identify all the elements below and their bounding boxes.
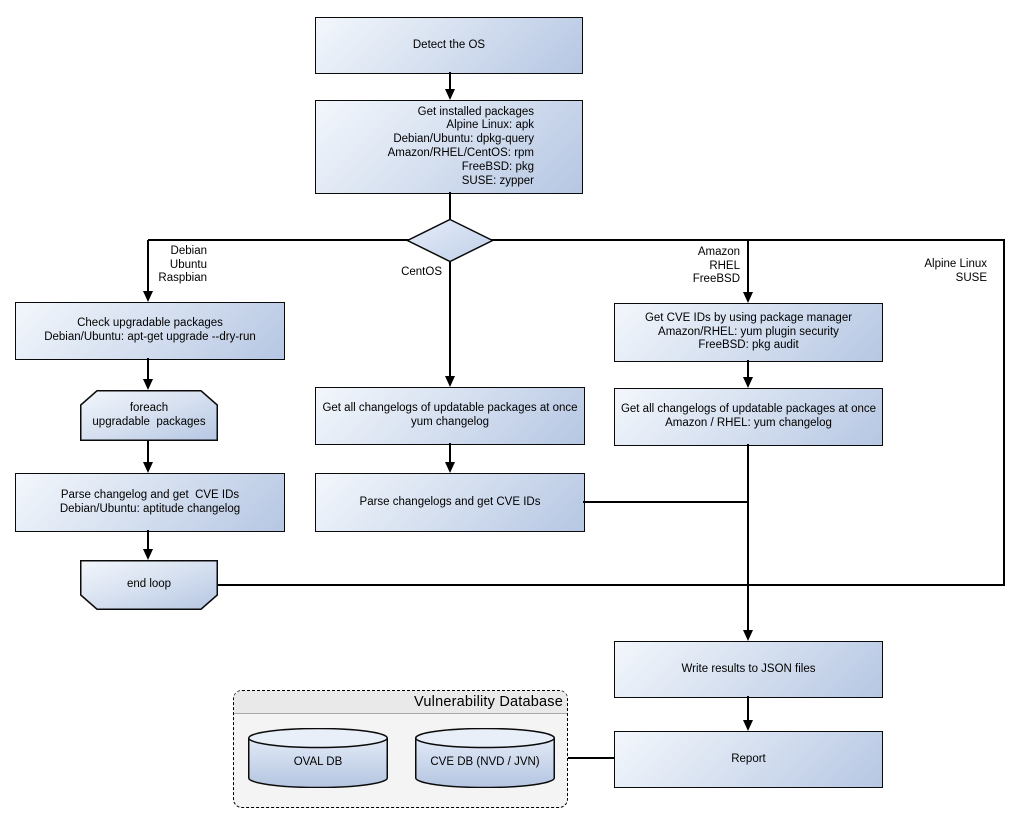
diamond-shape bbox=[406, 218, 494, 263]
arrowhead-write-json bbox=[742, 630, 753, 641]
database-cylinder-icon bbox=[248, 728, 388, 788]
branch-label-alpine: Alpine Linux SUSE bbox=[924, 258, 987, 284]
node-check-upgradable-label: Check upgradable packages Debian/Ubuntu:… bbox=[44, 317, 256, 343]
edge-alpine-branch-down bbox=[1003, 240, 1005, 586]
loop-end-shape bbox=[80, 560, 218, 610]
node-report: Report bbox=[614, 731, 883, 788]
arrowhead-report bbox=[742, 720, 753, 731]
branch-label-amazon: Amazon RHEL FreeBSD bbox=[692, 246, 740, 285]
arrowhead-end-loop bbox=[142, 549, 153, 560]
edge-amazon-branch-down bbox=[747, 240, 749, 292]
node-parse-changelog-debian: Parse changelog and get CVE IDs Debian/U… bbox=[15, 473, 285, 532]
node-end-loop-label: end loop bbox=[126, 578, 172, 591]
edge-debian-branch-down bbox=[147, 240, 149, 291]
node-write-json: Write results to JSON files bbox=[614, 641, 883, 698]
arrowhead-get-cve-ids bbox=[742, 292, 753, 303]
edge-diamond-left bbox=[148, 239, 409, 241]
node-get-installed-packages: Get installed packages Alpine Linux: apk… bbox=[315, 100, 583, 194]
node-parse-changelogs-centos: Parse changelogs and get CVE IDs bbox=[315, 473, 585, 532]
arrowhead-changelogs-centos bbox=[444, 376, 455, 387]
decision-diamond bbox=[406, 218, 494, 263]
edge-centos-branch-down bbox=[449, 262, 451, 376]
edge-getcve-to-changelogs bbox=[747, 360, 749, 377]
node-detect-os-label: Detect the OS bbox=[412, 38, 486, 51]
arrowhead-check-upgradable bbox=[142, 291, 153, 302]
node-report-label: Report bbox=[731, 752, 766, 765]
node-check-upgradable: Check upgradable packages Debian/Ubuntu:… bbox=[15, 302, 285, 360]
node-get-changelogs-amazon-label: Get all changelogs of updatable packages… bbox=[620, 403, 877, 429]
database-cylinder-icon bbox=[415, 728, 555, 788]
arrowhead-installed bbox=[444, 89, 455, 100]
edge-installed-to-diamond bbox=[449, 192, 451, 219]
arrowhead-changelogs-amazon bbox=[742, 377, 753, 388]
edge-merge-to-write-json bbox=[747, 444, 749, 630]
node-foreach-loop: foreach upgradable packages bbox=[80, 390, 218, 441]
arrowhead-foreach bbox=[142, 379, 153, 390]
node-write-json-label: Write results to JSON files bbox=[681, 662, 816, 675]
node-get-changelogs-centos: Get all changelogs of updatable packages… bbox=[315, 387, 585, 445]
vulnerability-database-titlebar: Vulnerability Database bbox=[234, 691, 567, 714]
edge-parse-centos-to-merge bbox=[583, 501, 749, 503]
cve-db-label: CVE DB (NVD / JVN) bbox=[430, 755, 540, 768]
edge-parse-to-endloop bbox=[147, 530, 149, 549]
edge-changelogs-to-parse-centos bbox=[449, 443, 451, 462]
edge-database-to-report bbox=[568, 757, 614, 759]
edge-check-to-foreach bbox=[147, 358, 149, 379]
arrowhead-parse-centos bbox=[444, 462, 455, 473]
node-get-cve-ids-pkg-manager-label: Get CVE IDs by using package manager Ama… bbox=[644, 311, 853, 352]
node-foreach-loop-label: foreach upgradable packages bbox=[92, 401, 206, 428]
node-detect-os: Detect the OS bbox=[315, 17, 583, 74]
branch-label-centos: CentOS bbox=[401, 266, 442, 278]
edge-endloop-to-merge bbox=[218, 584, 1005, 586]
branch-label-debian: Debian Ubuntu Raspbian bbox=[158, 245, 207, 284]
node-parse-changelog-debian-label: Parse changelog and get CVE IDs Debian/U… bbox=[59, 488, 241, 515]
edge-foreach-to-parse bbox=[147, 441, 149, 462]
edge-write-to-report bbox=[747, 696, 749, 720]
oval-db-label: OVAL DB bbox=[293, 755, 343, 768]
loop-start-shape bbox=[80, 390, 218, 441]
node-get-changelogs-amazon: Get all changelogs of updatable packages… bbox=[614, 388, 883, 446]
edge-detect-to-installed bbox=[449, 72, 451, 91]
node-get-changelogs-centos-label: Get all changelogs of updatable packages… bbox=[322, 402, 578, 428]
arrowhead-parse-debian bbox=[142, 462, 153, 473]
node-get-cve-ids-pkg-manager: Get CVE IDs by using package manager Ama… bbox=[614, 303, 883, 362]
node-get-installed-packages-label: Get installed packages Alpine Linux: apk… bbox=[387, 105, 534, 187]
oval-db-cylinder: OVAL DB bbox=[248, 728, 388, 788]
node-end-loop: end loop bbox=[80, 560, 218, 610]
cve-db-cylinder: CVE DB (NVD / JVN) bbox=[415, 728, 555, 788]
node-parse-changelogs-centos-label: Parse changelogs and get CVE IDs bbox=[359, 495, 541, 508]
vulnerability-database-title: Vulnerability Database bbox=[414, 694, 563, 710]
